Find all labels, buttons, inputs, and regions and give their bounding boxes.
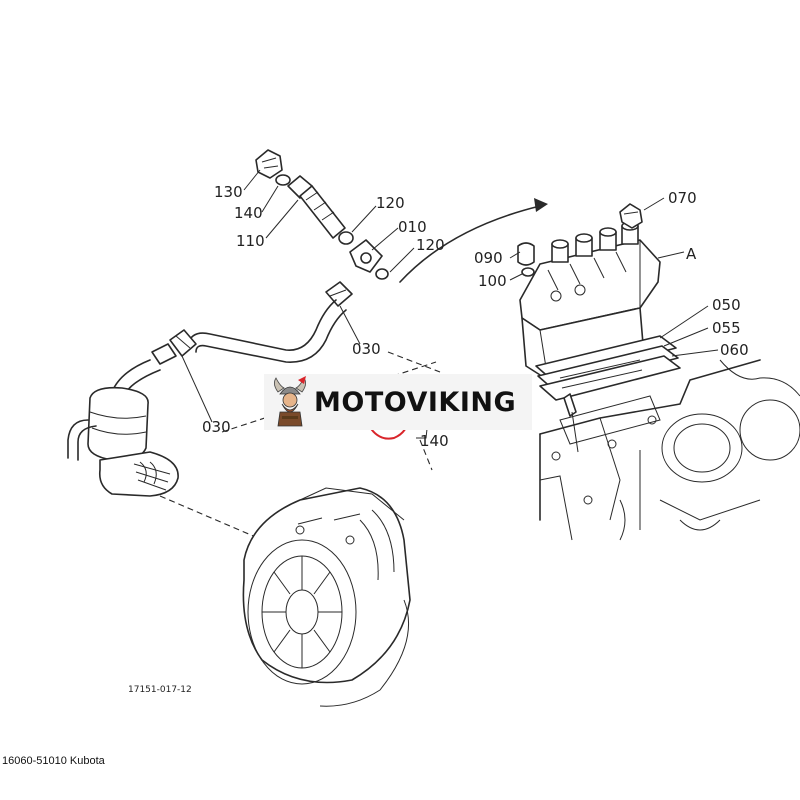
part-caption: 16060-51010 Kubota bbox=[2, 755, 105, 767]
leader-030-left bbox=[181, 355, 213, 423]
callout-055: 055 bbox=[712, 319, 741, 337]
callout-100: 100 bbox=[478, 272, 507, 290]
callout-110: 110 bbox=[236, 232, 265, 250]
flywheel-housing bbox=[242, 487, 411, 707]
assembly-arrow bbox=[399, 198, 548, 283]
brand-name: MOTOVIKING bbox=[314, 386, 517, 418]
callout-labels: 130 140 110 120 010 120 070 A 090 100 05… bbox=[128, 183, 749, 695]
banjo-bolt-assembly bbox=[255, 149, 389, 307]
callout-140: 140 bbox=[234, 204, 263, 222]
injection-pump bbox=[517, 203, 681, 417]
guide-line-lower bbox=[159, 495, 301, 557]
callout-030: 030 bbox=[352, 340, 381, 358]
callout-120: 120 bbox=[416, 236, 445, 254]
callout-070: 070 bbox=[668, 189, 697, 207]
engine-block bbox=[539, 359, 800, 541]
motoviking-watermark: MOTOVIKING bbox=[264, 374, 532, 430]
callout-090: 090 bbox=[474, 249, 503, 267]
callout-030: 030 bbox=[202, 418, 231, 436]
callout-060: 060 bbox=[720, 341, 749, 359]
viking-logo-icon bbox=[274, 376, 306, 427]
callout-050: 050 bbox=[712, 296, 741, 314]
callout-010: 010 bbox=[398, 218, 427, 236]
guide-line-bottom bbox=[419, 439, 433, 471]
callout-140: 140 bbox=[420, 432, 449, 450]
leader-030-right bbox=[339, 305, 361, 345]
callout-130: 130 bbox=[214, 183, 243, 201]
fuel-pump bbox=[67, 359, 179, 497]
fuel-hose bbox=[151, 299, 347, 365]
callout-A: A bbox=[686, 245, 697, 263]
leader-lines bbox=[243, 169, 719, 453]
figure-number: 17151-017-12 bbox=[128, 685, 192, 695]
callout-120: 120 bbox=[376, 194, 405, 212]
